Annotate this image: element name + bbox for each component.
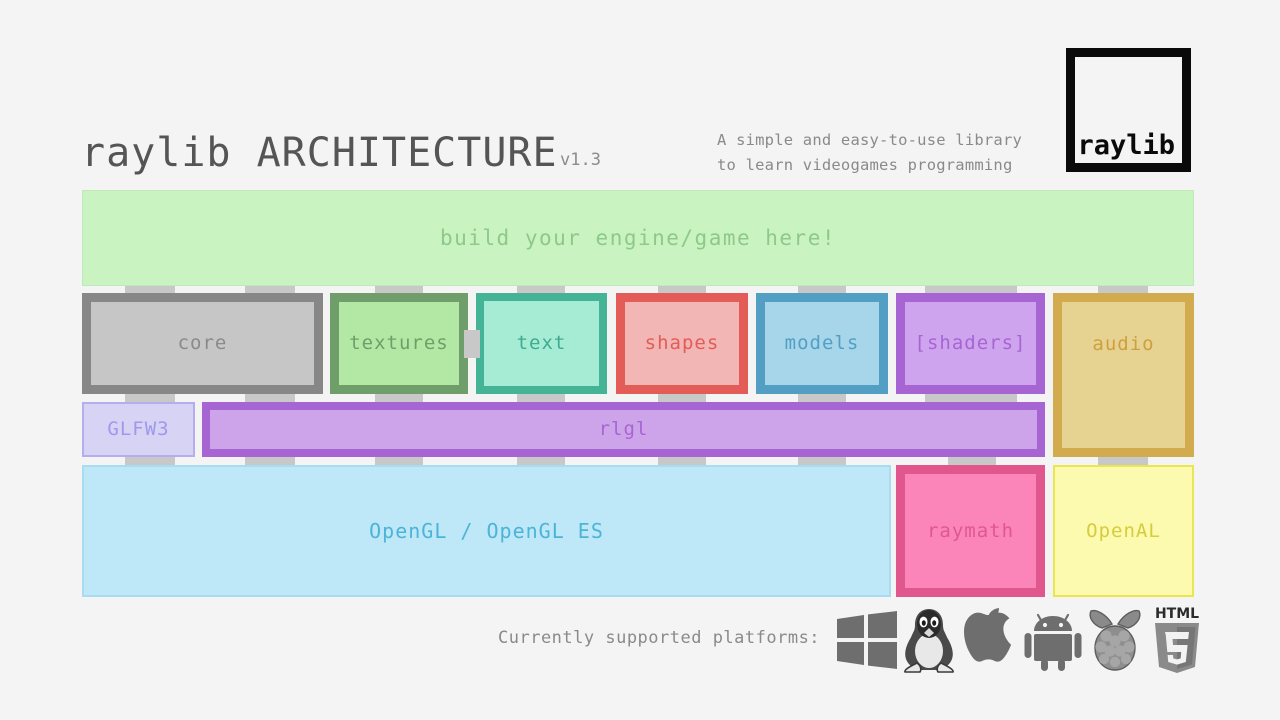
module-shapes-label: shapes [644, 332, 720, 354]
connector-tab [517, 394, 565, 403]
platform-icon-list: HTML [836, 602, 1208, 678]
connector-tab [948, 457, 996, 466]
module-shaders[interactable]: [shaders] [896, 293, 1045, 394]
apple-icon [960, 604, 1022, 676]
header: raylib ARCHITECTURE v1.3 A simple and ea… [0, 0, 1280, 188]
layer-raymath-label: raymath [926, 519, 1015, 542]
module-models-label: models [784, 332, 860, 354]
connector-tab [798, 394, 846, 403]
module-core-label: core [177, 332, 228, 354]
connector-tab [464, 330, 480, 358]
banner-label: build your engine/game here! [439, 225, 836, 250]
module-audio-label: audio [1092, 333, 1155, 355]
connector-tab [517, 286, 565, 295]
layer-raymath[interactable]: raymath [896, 465, 1045, 597]
connector-tab [658, 457, 706, 466]
page-title-brand: raylib [81, 130, 257, 176]
connector-tab [245, 457, 295, 466]
raylib-logo: raylib [1066, 48, 1191, 172]
raylib-logo-text: raylib [1077, 130, 1175, 162]
module-core[interactable]: core [82, 293, 323, 394]
connector-tab [1098, 286, 1148, 295]
connector-tab [658, 286, 706, 295]
connector-tab [245, 394, 295, 403]
layer-rlgl-label: rlgl [598, 418, 649, 440]
module-shaders-label: [shaders] [914, 332, 1027, 354]
android-icon [1022, 604, 1084, 676]
connector-tab [245, 286, 295, 295]
version-label: v1.3 [560, 150, 601, 170]
module-textures-label: textures [349, 332, 449, 354]
linux-icon [898, 604, 960, 676]
module-textures[interactable]: textures [330, 293, 468, 394]
module-models[interactable]: models [756, 293, 888, 394]
tagline-line-2: to learn videogames programming [717, 156, 1013, 174]
layer-opengl[interactable]: OpenGL / OpenGL ES [82, 465, 891, 597]
connector-tab [125, 457, 175, 466]
connector-tab [517, 457, 565, 466]
page-title-word: ARCHITECTURE [256, 130, 558, 176]
connector-tab [375, 286, 423, 295]
connector-tab [658, 394, 706, 403]
module-text-label: text [516, 332, 567, 354]
layer-openal-label: OpenAL [1086, 519, 1161, 542]
html5-icon: HTML [1146, 604, 1208, 676]
connector-tab [375, 457, 423, 466]
module-shapes[interactable]: shapes [616, 293, 748, 394]
layer-rlgl[interactable]: rlgl [202, 402, 1045, 457]
page-title: raylib ARCHITECTURE [81, 133, 558, 173]
windows-icon [836, 604, 898, 676]
module-audio[interactable]: audio [1053, 293, 1194, 457]
connector-tab [925, 286, 1017, 295]
layer-opengl-label: OpenGL / OpenGL ES [369, 519, 604, 543]
layer-glfw3[interactable]: GLFW3 [82, 402, 195, 457]
connector-tab [925, 394, 1017, 403]
svg-text:HTML: HTML [1155, 606, 1199, 622]
supported-platforms-label: Currently supported platforms: [498, 628, 821, 648]
build-your-game-banner: build your engine/game here! [82, 190, 1194, 286]
connector-tab [375, 394, 423, 403]
connector-tab [798, 286, 846, 295]
layer-openal[interactable]: OpenAL [1053, 465, 1194, 597]
connector-tab [798, 457, 846, 466]
connector-tab [125, 394, 175, 403]
layer-glfw3-label: GLFW3 [107, 418, 170, 440]
connector-tab [125, 286, 175, 295]
tagline-line-1: A simple and easy-to-use library [717, 131, 1023, 149]
raspberrypi-icon [1084, 604, 1146, 676]
tagline: A simple and easy-to-use library to lear… [717, 128, 1057, 178]
connector-tab [1098, 457, 1148, 466]
module-text[interactable]: text [476, 293, 607, 394]
